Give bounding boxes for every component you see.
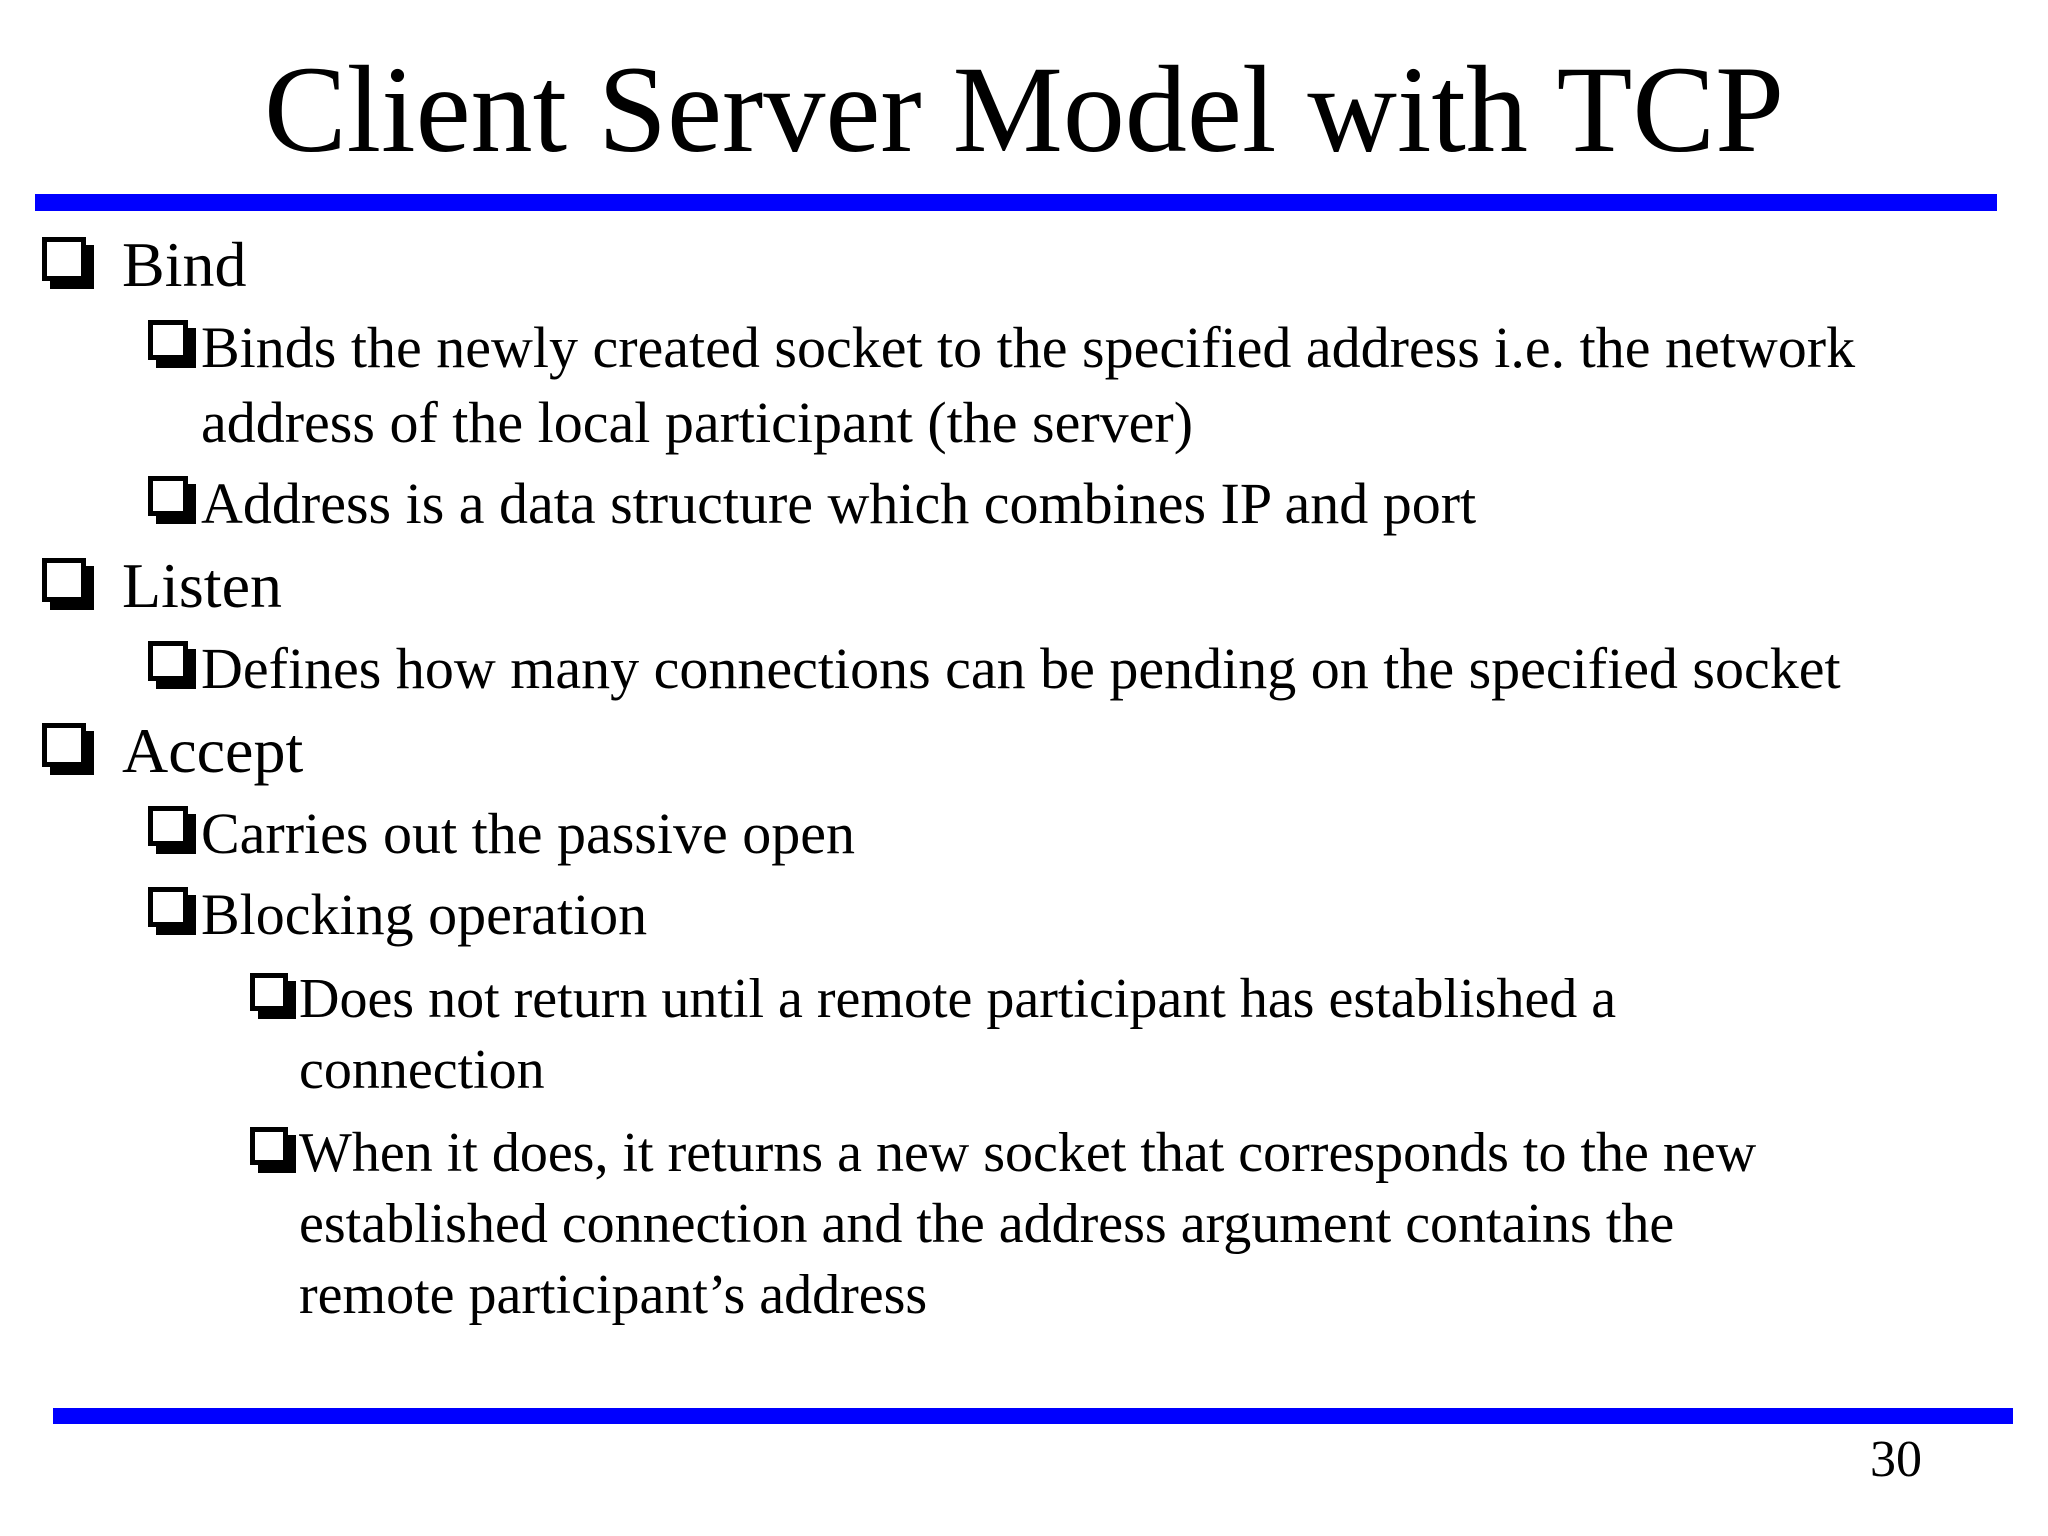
bullet-item: Bind [0,226,2048,304]
bullet-text: Defines how many connections can be pend… [201,636,1841,701]
bullet-text: Address is a data structure which combin… [201,471,1477,536]
bullet-text: Carries out the passive open [201,801,855,866]
shadowed-square-bullet-icon [42,558,86,602]
shadowed-square-bullet-icon [148,320,188,360]
bullet-item: Listen [0,547,2048,625]
bullet-text: Binds the newly created socket to the sp… [201,315,1856,455]
footer-rule [53,1408,2013,1424]
slide-body: Bind Binds the newly created socket to t… [0,211,2048,1331]
bullet-item: Carries out the passive open [0,796,2048,871]
bullet-item: Defines how many connections can be pend… [0,631,2048,706]
bullet-text: Accept [122,715,304,786]
page-title: Client Server Model with TCP [263,41,1785,178]
bullet-item: Binds the newly created socket to the sp… [0,310,2048,460]
bullet-text: Bind [122,229,247,300]
shadowed-square-bullet-icon [250,1127,288,1165]
bullet-text: Does not return until a remote participa… [299,968,1617,1101]
title-underline-rule [35,194,1997,211]
shadowed-square-bullet-icon [42,237,86,281]
bullet-item: Blocking operation [0,877,2048,952]
shadowed-square-bullet-icon [250,973,288,1011]
bullet-text: Blocking operation [201,882,648,947]
bullet-item: Address is a data structure which combin… [0,466,2048,541]
bullet-item: When it does, it returns a new socket th… [0,1118,2048,1331]
shadowed-square-bullet-icon [148,476,188,516]
bullet-text: When it does, it returns a new socket th… [299,1122,1757,1326]
bullet-text: Listen [122,550,282,621]
shadowed-square-bullet-icon [42,723,86,767]
page-number: 30 [1870,1431,1922,1488]
bullet-item: Accept [0,712,2048,790]
bullet-item: Does not return until a remote participa… [0,964,2048,1106]
shadowed-square-bullet-icon [148,887,188,927]
shadowed-square-bullet-icon [148,641,188,681]
shadowed-square-bullet-icon [148,806,188,846]
